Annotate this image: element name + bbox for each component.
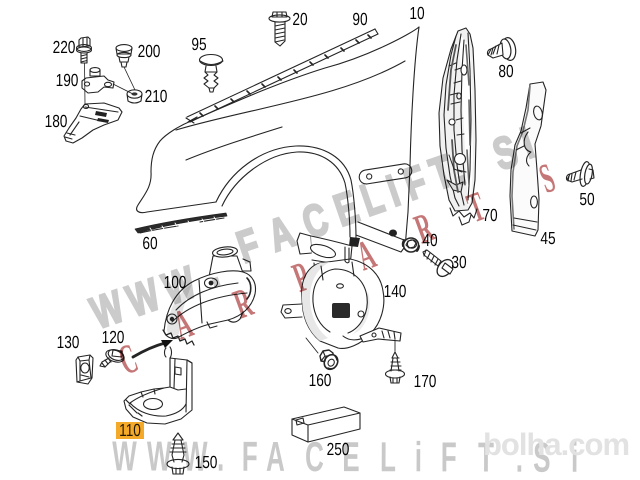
svg-text:90: 90 [352, 9, 367, 29]
svg-text:170: 170 [414, 371, 437, 391]
svg-text:190: 190 [56, 70, 79, 90]
svg-text:110: 110 [119, 420, 141, 440]
svg-text:45: 45 [540, 228, 555, 248]
svg-text:210: 210 [145, 86, 168, 106]
svg-text:10: 10 [409, 3, 424, 23]
svg-text:180: 180 [45, 111, 68, 131]
svg-text:40: 40 [422, 230, 437, 250]
svg-text:140: 140 [384, 281, 407, 301]
svg-text:20: 20 [292, 9, 307, 29]
svg-text:30: 30 [451, 252, 466, 272]
svg-text:220: 220 [53, 37, 76, 57]
svg-text:80: 80 [498, 61, 513, 81]
svg-text:250: 250 [327, 439, 350, 459]
svg-text:200: 200 [138, 41, 161, 61]
svg-text:100: 100 [164, 272, 187, 292]
svg-text:120: 120 [102, 327, 125, 347]
svg-text:50: 50 [579, 189, 594, 209]
svg-text:130: 130 [57, 332, 80, 352]
svg-text:bolha.com: bolha.com [483, 427, 629, 462]
svg-text:95: 95 [191, 34, 206, 54]
svg-text:60: 60 [142, 233, 157, 253]
svg-text:150: 150 [195, 452, 218, 472]
svg-text:160: 160 [309, 370, 332, 390]
svg-text:70: 70 [482, 205, 497, 225]
